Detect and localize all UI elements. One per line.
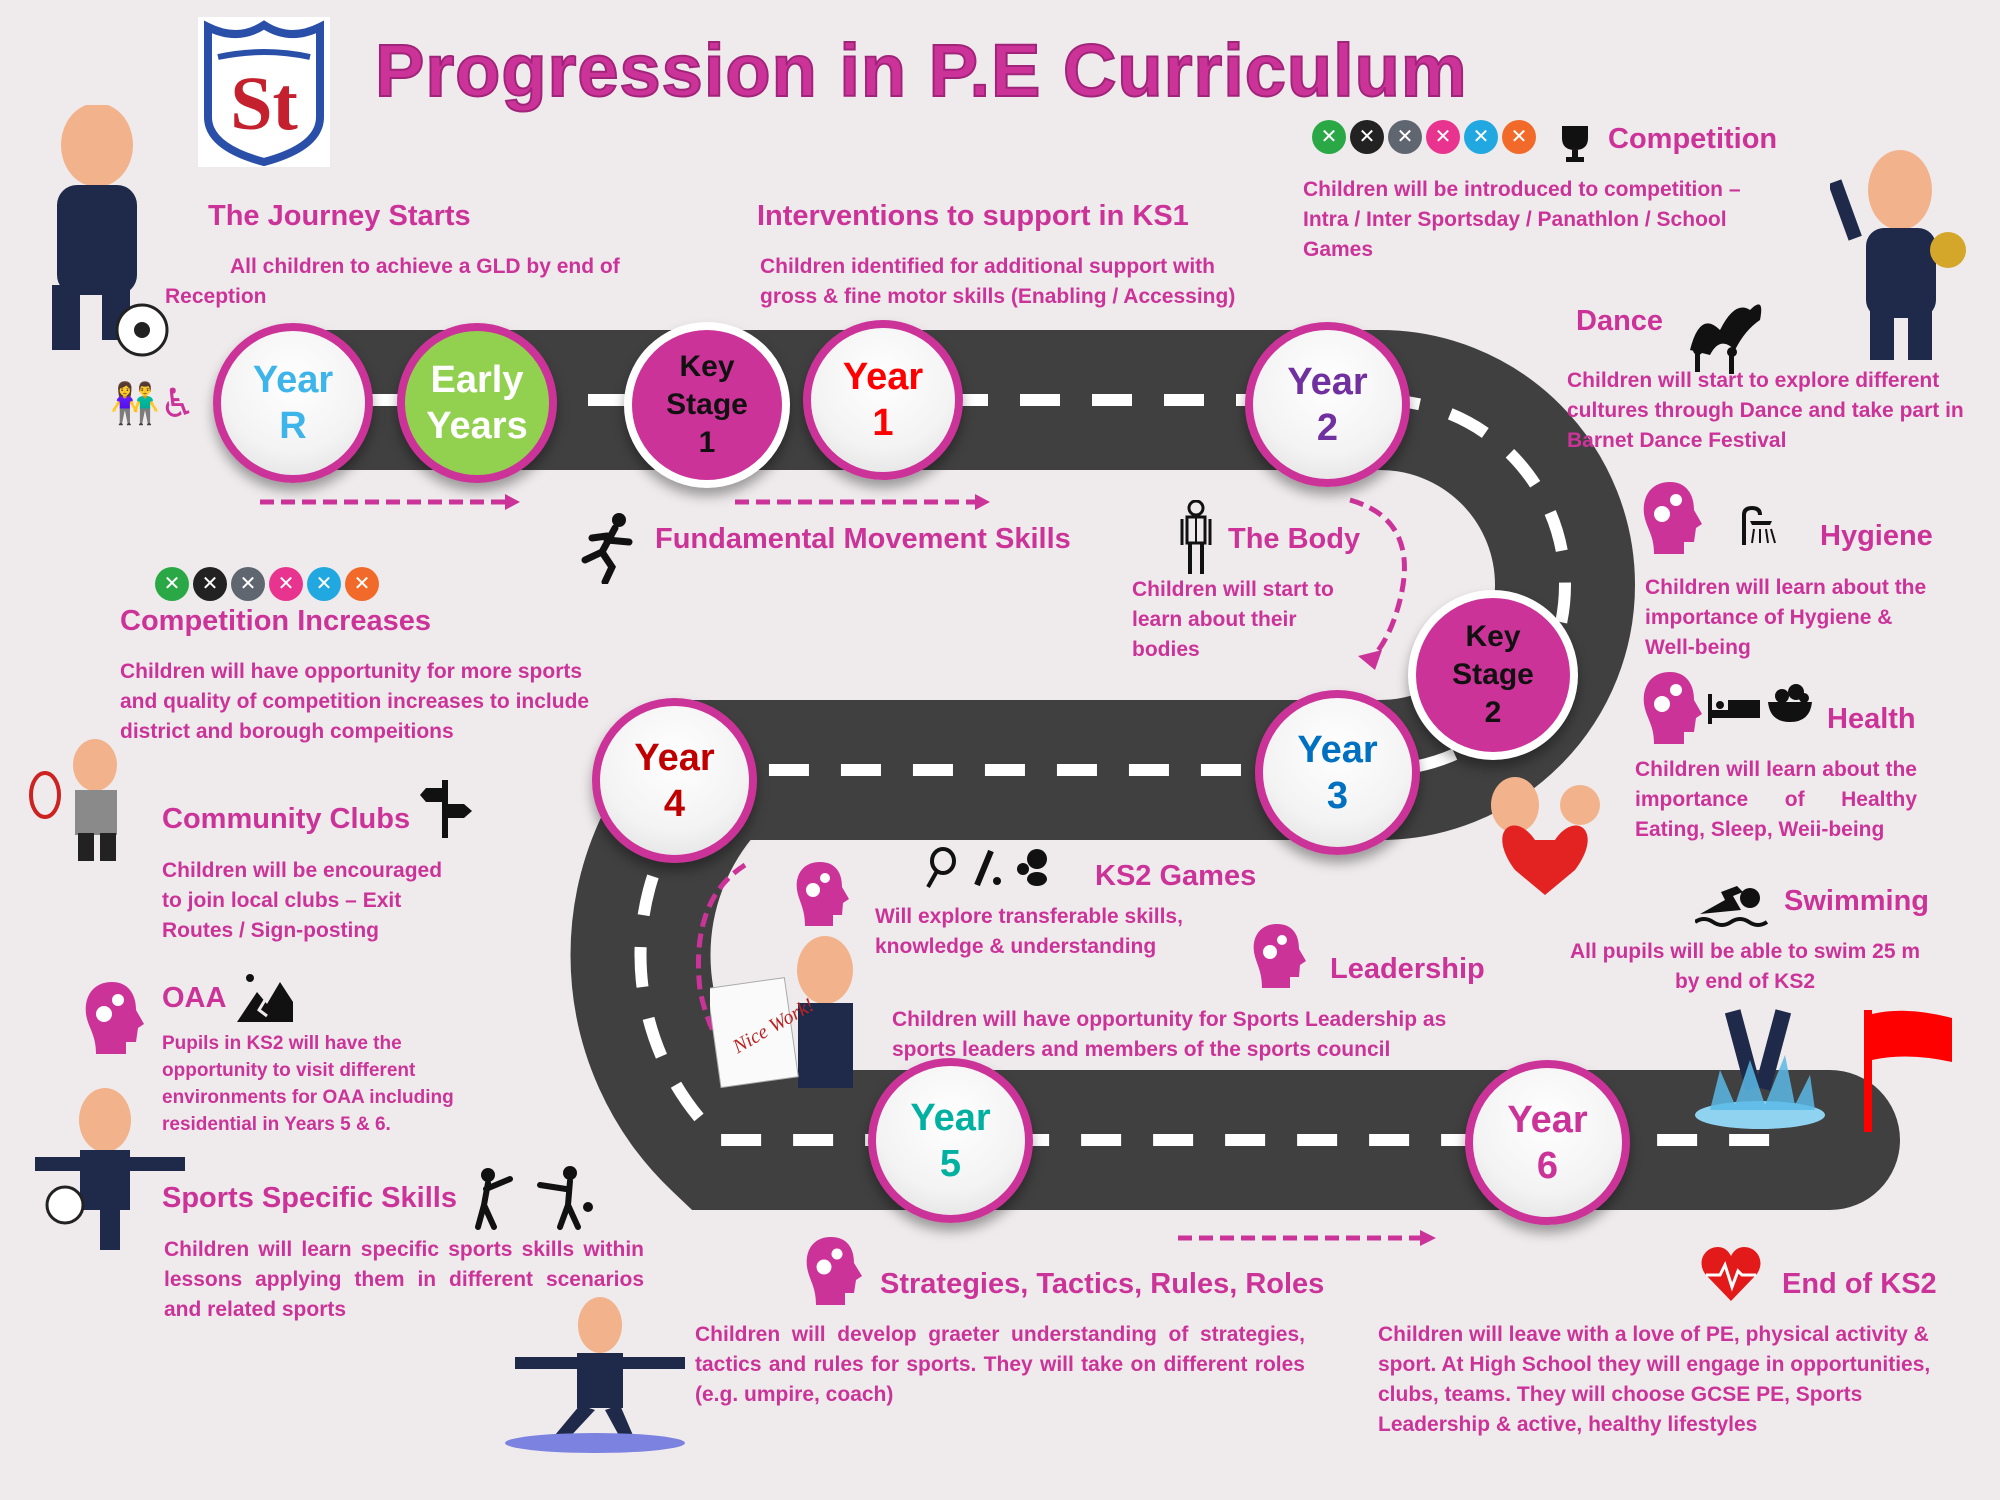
badge-icon xyxy=(155,567,189,601)
milestone-year-4[interactable]: Year 4 xyxy=(592,698,757,863)
milestone-early-years[interactable]: Early Years xyxy=(397,323,557,483)
karate-cricket-icon xyxy=(475,1166,593,1230)
brain-gears-icon xyxy=(806,1237,862,1305)
milestone-year-1[interactable]: Year 1 xyxy=(803,320,963,480)
strategies-heading: Strategies, Tactics, Rules, Roles xyxy=(880,1268,1325,1300)
running-person-icon xyxy=(581,513,633,584)
brain-gears-icon xyxy=(796,862,849,926)
interventions-text: Children identified for additional suppo… xyxy=(760,255,1236,308)
badge-icon xyxy=(231,567,265,601)
teacher-avatar-kick xyxy=(35,1088,185,1250)
badge-icon xyxy=(1464,120,1498,154)
milestone-key-stage-1[interactable]: Key Stage 1 xyxy=(624,322,790,488)
ks2-games-heading: KS2 Games xyxy=(1095,860,1257,892)
health-heading: Health xyxy=(1827,703,1916,735)
teacher-avatar-heart xyxy=(1491,777,1600,895)
teacher-avatar-football xyxy=(52,105,169,357)
badge-icon xyxy=(269,567,303,601)
swimmer-icon xyxy=(1695,886,1769,927)
milestone-year-r[interactable]: Year R xyxy=(213,323,373,483)
shower-icon xyxy=(1742,505,1776,545)
heartbeat-icon xyxy=(1701,1247,1761,1301)
page-title: Progression in P.E Curriculum xyxy=(374,28,1468,113)
svg-text:St: St xyxy=(230,62,298,146)
badge-icon xyxy=(1426,120,1460,154)
skeleton-icon xyxy=(1180,500,1212,574)
teacher-avatar-medal xyxy=(1830,150,1966,360)
trophy-icon xyxy=(1562,126,1588,162)
dance-text: Children will start to explore different… xyxy=(1567,369,1964,452)
oaa-heading: OAA xyxy=(162,982,227,1014)
badge-icon xyxy=(1388,120,1422,154)
racket-bat-balls-icon xyxy=(926,847,1047,888)
community-clubs-text: Children will be encouraged to join loca… xyxy=(162,859,443,942)
interventions-heading: Interventions to support in KS1 xyxy=(757,200,1189,232)
oaa-text: Pupils in KS2 will have the opportunity … xyxy=(162,1033,454,1135)
fms-heading: Fundamental Movement Skills xyxy=(655,523,1071,555)
teacher-avatar-tennis xyxy=(29,739,117,861)
leadership-heading: Leadership xyxy=(1330,953,1485,985)
journey-text: All children to achieve a GLD by end of … xyxy=(165,255,620,308)
badge-icon xyxy=(1502,120,1536,154)
body-text: Children will start to learn about their… xyxy=(1132,578,1334,661)
brain-gears-icon xyxy=(1643,672,1702,744)
hygiene-heading: Hygiene xyxy=(1820,520,1933,552)
competition-heading: Competition xyxy=(1608,123,1778,155)
end-ks2-text: Children will leave with a love of PE, p… xyxy=(1378,1323,1931,1436)
school-games-badges xyxy=(1312,120,1540,159)
badge-icon xyxy=(1312,120,1346,154)
milestone-year-2[interactable]: Year 2 xyxy=(1245,322,1410,487)
strategies-text: Children will develop graeter understand… xyxy=(695,1323,1305,1406)
journey-heading: The Journey Starts xyxy=(208,200,471,232)
leadership-text: Children will have opportunity for Sport… xyxy=(892,1008,1447,1061)
competition-text: Children will be introduced to competiti… xyxy=(1303,178,1741,261)
ks2-games-text: Will explore transferable skills, knowle… xyxy=(875,905,1183,958)
swimming-text: All pupils will be able to swim 25 m by … xyxy=(1569,940,1921,993)
badge-icon xyxy=(307,567,341,601)
badge-icon xyxy=(193,567,227,601)
school-logo: St xyxy=(198,17,330,167)
brain-gears-icon xyxy=(85,982,144,1054)
signpost-icon xyxy=(420,780,472,838)
swimming-heading: Swimming xyxy=(1784,885,1930,917)
brain-gears-icon xyxy=(1643,482,1702,554)
milestone-year-3[interactable]: Year 3 xyxy=(1255,690,1420,855)
end-ks2-heading: End of KS2 xyxy=(1782,1268,1937,1300)
school-games-badges xyxy=(155,567,383,606)
teacher-avatar-nice-work: Nice Work! xyxy=(710,936,853,1089)
hygiene-text: Children will learn about the importance… xyxy=(1645,576,1927,659)
mountains-sun-icon xyxy=(237,974,293,1022)
finish-flag-icon xyxy=(1864,1010,1952,1132)
badge-icon xyxy=(345,567,379,601)
milestone-year-6[interactable]: Year 6 xyxy=(1465,1060,1630,1225)
brain-gears-icon xyxy=(1253,924,1306,988)
body-heading: The Body xyxy=(1228,523,1361,555)
swimmer-splash-image xyxy=(1695,1009,1825,1129)
competition-increases-heading: Competition Increases xyxy=(120,605,432,637)
community-clubs-heading: Community Clubs xyxy=(162,803,411,835)
sports-specific-text: Children will learn specific sports skil… xyxy=(164,1238,644,1321)
fruit-bowl-icon xyxy=(1768,684,1812,722)
milestone-key-stage-2[interactable]: Key Stage 2 xyxy=(1408,590,1578,760)
bed-icon xyxy=(1708,694,1760,724)
inclusion-icon: 👫♿ xyxy=(110,382,196,426)
milestone-year-5[interactable]: Year 5 xyxy=(868,1058,1033,1223)
sports-specific-heading: Sports Specific Skills xyxy=(162,1182,457,1214)
dragon-dance-icon xyxy=(1690,304,1762,374)
dance-heading: Dance xyxy=(1576,305,1664,337)
competition-increases-text: Children will have opportunity for more … xyxy=(120,660,590,743)
badge-icon xyxy=(1350,120,1384,154)
teacher-avatar-stretch xyxy=(505,1297,685,1453)
health-text: Children will learn about the importance… xyxy=(1635,758,1917,841)
